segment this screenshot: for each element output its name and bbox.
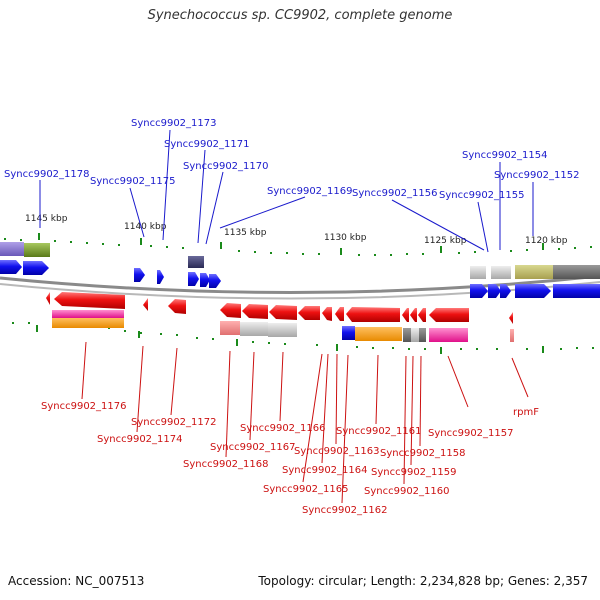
gene-label-reverse[interactable]: Syncc9902_1163 bbox=[294, 446, 380, 457]
forward-gene[interactable] bbox=[553, 284, 600, 298]
forward-gene[interactable] bbox=[134, 268, 145, 282]
scale-label: 1130 kbp bbox=[324, 233, 367, 243]
feature-block[interactable] bbox=[355, 327, 402, 341]
forward-gene[interactable] bbox=[500, 284, 511, 298]
scale-label: 1125 kbp bbox=[424, 236, 467, 246]
reverse-gene[interactable] bbox=[410, 308, 417, 322]
feature-block[interactable] bbox=[403, 328, 411, 342]
genome-backbone bbox=[0, 274, 600, 295]
gene-label-forward[interactable]: Syncc9902_1173 bbox=[131, 118, 217, 129]
forward-leader-lines bbox=[39, 129, 534, 253]
gene-label-forward[interactable]: Syncc9902_1171 bbox=[164, 139, 250, 150]
gene-label-reverse[interactable]: Syncc9902_1167 bbox=[210, 442, 296, 453]
reverse-gene[interactable] bbox=[269, 305, 297, 320]
genome-title: Synechococcus sp. CC9902, complete genom… bbox=[147, 8, 453, 23]
gene-label-reverse[interactable]: rpmF bbox=[513, 407, 539, 418]
reverse-gene[interactable] bbox=[346, 307, 400, 322]
feature-block[interactable] bbox=[510, 329, 514, 342]
feature-block[interactable] bbox=[0, 242, 24, 256]
gene-label-reverse[interactable]: Syncc9902_1157 bbox=[428, 428, 514, 439]
feature-block[interactable] bbox=[470, 266, 486, 279]
scale-label: 1135 kbp bbox=[224, 228, 267, 238]
gene-label-forward[interactable]: Syncc9902_1155 bbox=[439, 190, 525, 201]
scale-label: 1120 kbp bbox=[525, 236, 568, 246]
feature-block[interactable] bbox=[491, 266, 511, 279]
forward-annotation-track bbox=[0, 242, 600, 279]
forward-gene[interactable] bbox=[515, 284, 551, 298]
gene-label-reverse[interactable]: Syncc9902_1161 bbox=[336, 426, 422, 437]
forward-gene[interactable] bbox=[23, 261, 49, 275]
gene-label-reverse[interactable]: Syncc9902_1164 bbox=[282, 465, 368, 476]
reverse-gene[interactable] bbox=[509, 312, 513, 324]
reverse-gene[interactable] bbox=[143, 298, 148, 311]
upper-major-ticks bbox=[38, 233, 544, 255]
reverse-gene[interactable] bbox=[242, 304, 268, 319]
feature-block[interactable] bbox=[240, 322, 268, 336]
feature-block[interactable] bbox=[515, 265, 553, 279]
gene-label-reverse[interactable]: Syncc9902_1174 bbox=[97, 434, 183, 445]
forward-gene[interactable] bbox=[188, 272, 199, 286]
reverse-gene[interactable] bbox=[335, 307, 344, 321]
accession-text: Accession: NC_007513 bbox=[8, 574, 145, 588]
scale-label: 1140 kbp bbox=[124, 222, 167, 232]
reverse-gene[interactable] bbox=[168, 299, 186, 314]
gene-label-forward[interactable]: Syncc9902_1152 bbox=[494, 170, 580, 181]
gene-label-forward[interactable]: Syncc9902_1175 bbox=[90, 176, 176, 187]
reverse-annotation-track bbox=[52, 310, 514, 342]
gene-label-reverse[interactable]: Syncc9902_1168 bbox=[183, 459, 269, 470]
feature-block[interactable] bbox=[24, 243, 50, 257]
reverse-gene-track bbox=[46, 292, 513, 324]
upper-tick-row bbox=[4, 238, 592, 256]
lower-major-ticks bbox=[36, 325, 544, 354]
feature-block[interactable] bbox=[268, 323, 297, 337]
feature-block[interactable] bbox=[429, 328, 468, 342]
forward-gene[interactable] bbox=[470, 284, 488, 298]
reverse-gene[interactable] bbox=[418, 308, 426, 322]
feature-block[interactable] bbox=[220, 321, 240, 335]
feature-block[interactable] bbox=[188, 256, 204, 268]
feature-block[interactable] bbox=[553, 265, 600, 279]
gene-label-reverse[interactable]: Syncc9902_1158 bbox=[380, 448, 466, 459]
gene-label-forward[interactable]: Syncc9902_1170 bbox=[183, 161, 269, 172]
feature-block[interactable] bbox=[411, 328, 419, 342]
feature-block[interactable] bbox=[342, 326, 355, 340]
forward-gene[interactable] bbox=[157, 270, 164, 284]
reverse-gene[interactable] bbox=[429, 308, 469, 322]
gene-label-reverse[interactable]: Syncc9902_1162 bbox=[302, 505, 388, 516]
forward-gene[interactable] bbox=[488, 284, 501, 298]
reverse-gene[interactable] bbox=[322, 307, 332, 321]
reverse-gene[interactable] bbox=[402, 308, 409, 322]
gene-label-reverse[interactable]: Syncc9902_1160 bbox=[364, 486, 450, 497]
reverse-leader-lines bbox=[81, 341, 529, 504]
forward-gene-track bbox=[0, 260, 600, 298]
forward-gene[interactable] bbox=[209, 274, 221, 288]
gene-label-reverse[interactable]: Syncc9902_1165 bbox=[263, 484, 349, 495]
gene-label-forward[interactable]: Syncc9902_1156 bbox=[352, 188, 438, 199]
reverse-gene[interactable] bbox=[298, 306, 320, 320]
forward-gene[interactable] bbox=[200, 273, 210, 287]
forward-gene[interactable] bbox=[0, 260, 22, 274]
scale-label: 1145 kbp bbox=[25, 214, 68, 224]
gene-label-reverse[interactable]: Syncc9902_1176 bbox=[41, 401, 127, 412]
reverse-gene[interactable] bbox=[54, 292, 125, 309]
gene-label-reverse[interactable]: Syncc9902_1166 bbox=[240, 423, 326, 434]
feature-block[interactable] bbox=[52, 310, 124, 318]
gene-label-forward[interactable]: Syncc9902_1169 bbox=[267, 186, 353, 197]
reverse-gene[interactable] bbox=[46, 292, 50, 305]
reverse-gene[interactable] bbox=[220, 303, 241, 318]
gene-label-forward[interactable]: Syncc9902_1154 bbox=[462, 150, 548, 161]
gene-label-forward[interactable]: Syncc9902_1178 bbox=[4, 169, 90, 180]
gene-label-reverse[interactable]: Syncc9902_1172 bbox=[131, 417, 217, 428]
feature-block[interactable] bbox=[52, 318, 124, 328]
gene-label-reverse[interactable]: Syncc9902_1159 bbox=[371, 467, 457, 478]
topology-text: Topology: circular; Length: 2,234,828 bp… bbox=[258, 574, 588, 588]
feature-block[interactable] bbox=[419, 328, 426, 342]
